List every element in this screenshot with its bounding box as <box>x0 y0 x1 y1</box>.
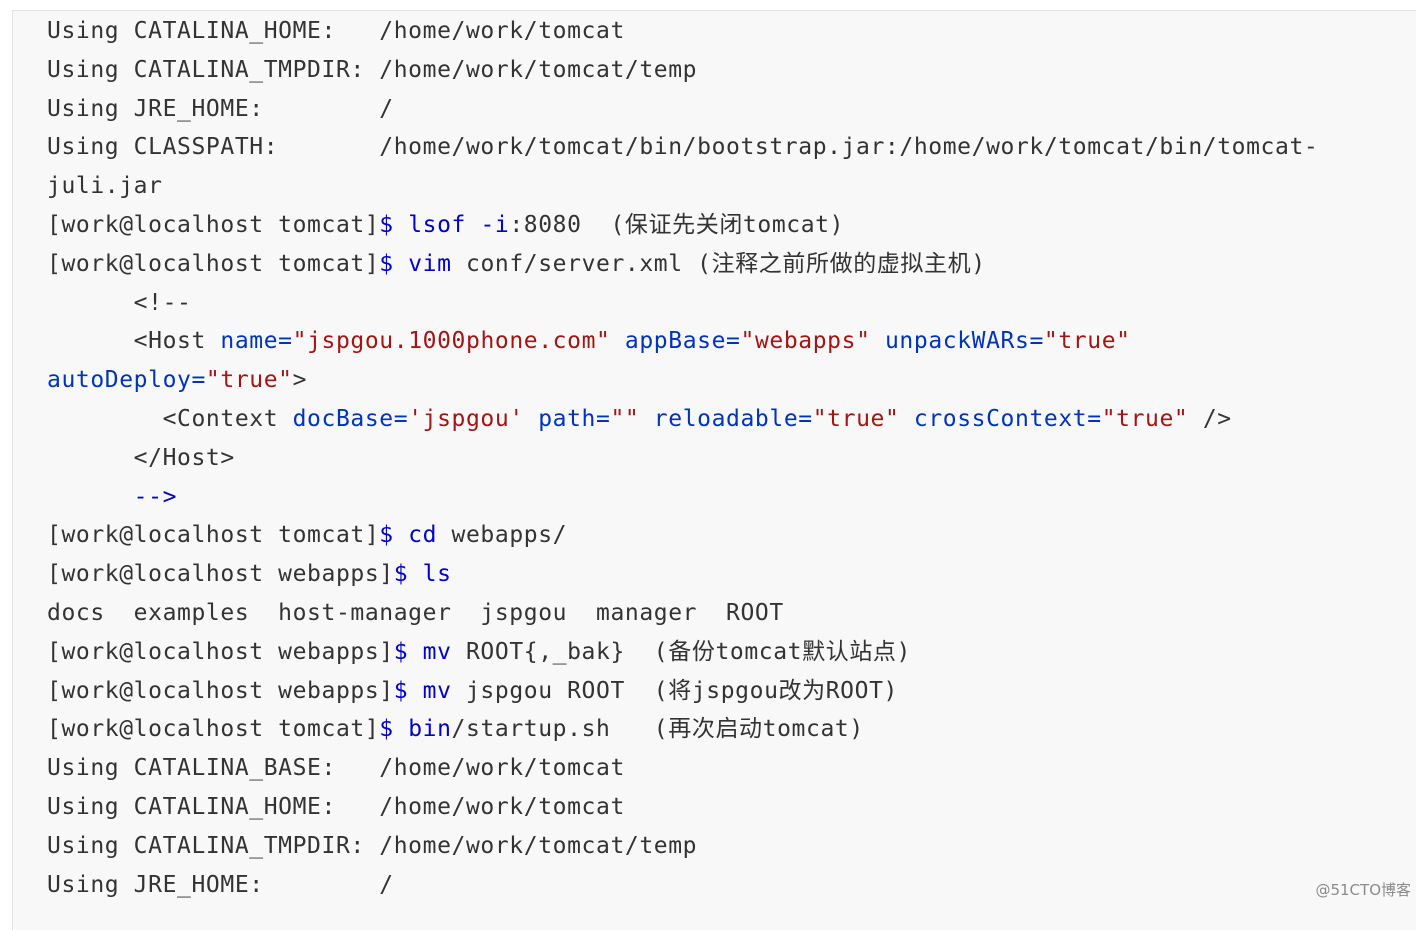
shell-command: bin <box>394 716 452 742</box>
shell-args: :8080 (保证先关闭tomcat) <box>509 212 844 238</box>
shell-prompt: [work@localhost webapps] <box>47 678 394 704</box>
code-line: [work@localhost tomcat]$ bin/startup.sh … <box>47 710 1318 749</box>
code-line: <!-- <box>47 284 1318 323</box>
xml-value: "true" <box>813 406 900 432</box>
prompt-dollar: $ <box>379 522 393 548</box>
code-line: Using CATALINA_HOME: /home/work/tomcat <box>47 788 1318 827</box>
code-line: Using CATALINA_HOME: /home/work/tomcat <box>47 12 1318 51</box>
code-line: --> <box>47 478 1318 517</box>
xml-tag: <Context <box>47 406 293 432</box>
xml-tag: /> <box>1188 406 1231 432</box>
prompt-dollar: $ <box>379 716 393 742</box>
site-watermark: @51CTO博客 <box>1315 879 1411 900</box>
code-line: </Host> <box>47 439 1318 478</box>
shell-prompt: [work@localhost tomcat] <box>47 251 379 277</box>
prompt-dollar: $ <box>394 678 408 704</box>
code-line: [work@localhost webapps]$ ls <box>47 555 1318 594</box>
shell-args: conf/server.xml (注释之前所做的虚拟主机) <box>452 251 986 277</box>
xml-value: "true" <box>206 367 293 393</box>
xml-attr: unpackWARs= <box>871 328 1044 354</box>
code-line: [work@localhost tomcat]$ lsof -i:8080 (保… <box>47 206 1318 245</box>
code-line: <Context docBase='jspgou' path="" reload… <box>47 400 1318 439</box>
shell-prompt: [work@localhost webapps] <box>47 561 394 587</box>
xml-value: "webapps" <box>741 328 871 354</box>
xml-tag: <Host <box>47 328 220 354</box>
shell-command: ls <box>408 561 451 587</box>
code-line: <Host name="jspgou.1000phone.com" appBas… <box>47 322 1318 361</box>
xml-attr: docBase= <box>293 406 409 432</box>
prompt-dollar: $ <box>394 639 408 665</box>
xml-attr: appBase= <box>610 328 740 354</box>
shell-args: ROOT{,_bak} (备份tomcat默认站点) <box>452 639 911 665</box>
xml-attr: reloadable= <box>639 406 812 432</box>
shell-prompt: [work@localhost webapps] <box>47 639 394 665</box>
xml-attr: crossContext= <box>899 406 1101 432</box>
xml-attr: name= <box>220 328 292 354</box>
code-line: Using CATALINA_TMPDIR: /home/work/tomcat… <box>47 51 1318 90</box>
code-line: autoDeploy="true"> <box>47 361 1318 400</box>
xml-value: "jspgou.1000phone.com" <box>293 328 611 354</box>
xml-value: 'jspgou' <box>408 406 524 432</box>
code-line: [work@localhost webapps]$ mv jspgou ROOT… <box>47 672 1318 711</box>
code-line: Using JRE_HOME: / <box>47 866 1318 905</box>
shell-command: cd <box>394 522 437 548</box>
code-line: [work@localhost tomcat]$ cd webapps/ <box>47 516 1318 555</box>
shell-prompt: [work@localhost tomcat] <box>47 522 379 548</box>
code-line: juli.jar <box>47 167 1318 206</box>
shell-args: webapps/ <box>437 522 567 548</box>
code-line: Using CLASSPATH: /home/work/tomcat/bin/b… <box>47 128 1318 167</box>
xml-value: "true" <box>1044 328 1131 354</box>
shell-command: lsof <box>394 212 466 238</box>
xml-value: "true" <box>1102 406 1189 432</box>
shell-args: /startup.sh (再次启动tomcat) <box>452 716 864 742</box>
code-line: Using JRE_HOME: / <box>47 90 1318 129</box>
shell-args: jspgou ROOT (将jspgou改为ROOT) <box>452 678 898 704</box>
xml-value: "" <box>610 406 639 432</box>
prompt-dollar: $ <box>394 561 408 587</box>
prompt-dollar: $ <box>379 212 393 238</box>
xml-attr: path= <box>524 406 611 432</box>
shell-prompt: [work@localhost tomcat] <box>47 212 379 238</box>
xml-attr: autoDeploy= <box>47 367 206 393</box>
code-line: Using CATALINA_TMPDIR: /home/work/tomcat… <box>47 827 1318 866</box>
shell-option: -i <box>466 212 509 238</box>
shell-command: vim <box>394 251 452 277</box>
prompt-dollar: $ <box>379 251 393 277</box>
code-line: docs examples host-manager jspgou manage… <box>47 594 1318 633</box>
code-line: [work@localhost tomcat]$ vim conf/server… <box>47 245 1318 284</box>
code-line: [work@localhost webapps]$ mv ROOT{,_bak}… <box>47 633 1318 672</box>
shell-command: mv <box>408 678 451 704</box>
shell-command: mv <box>408 639 451 665</box>
shell-prompt: [work@localhost tomcat] <box>47 716 379 742</box>
code-line: Using CATALINA_BASE: /home/work/tomcat <box>47 749 1318 788</box>
xml-tag: > <box>293 367 307 393</box>
